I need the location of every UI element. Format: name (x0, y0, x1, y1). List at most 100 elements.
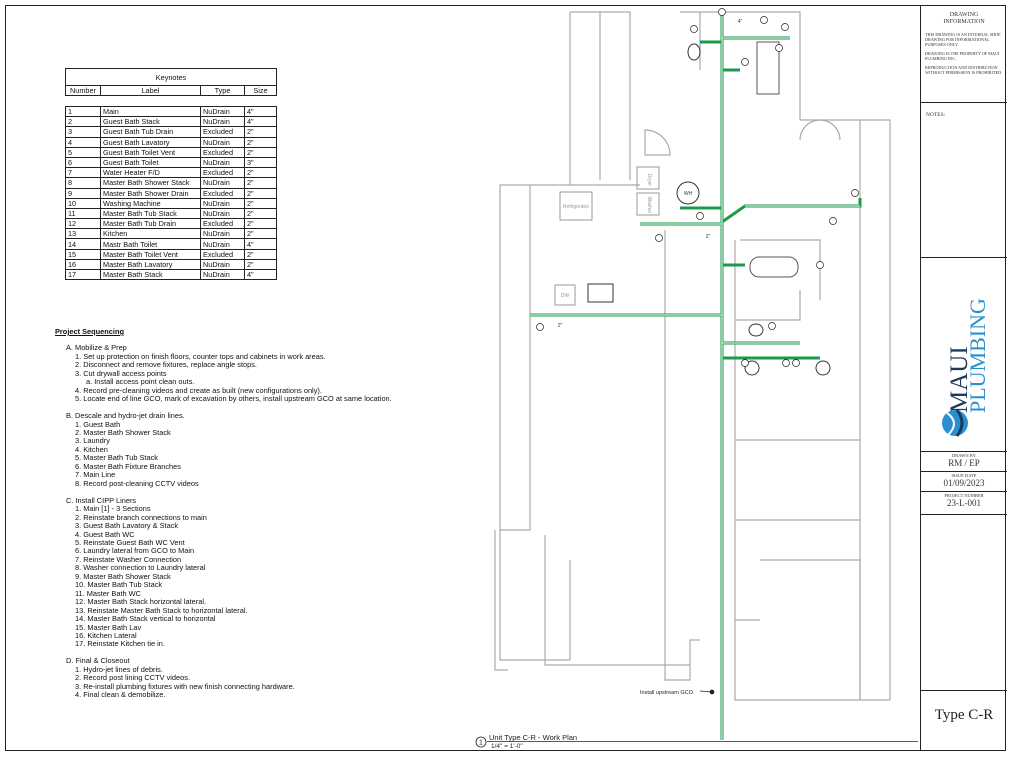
master-bath-pipe (722, 341, 820, 360)
gco-note: Install upstream GCO. (640, 690, 695, 696)
sequencing-step: 5. Reinstate Guest Bath WC Vent (75, 537, 185, 547)
pipes (530, 12, 862, 740)
fixtures (554, 41, 831, 376)
keynotes-header-table: Keynotes Number Label Type Size (65, 68, 277, 97)
drawn-by-value: RM / EP (948, 458, 980, 468)
sequencing-step: 2. Reinstate branch connections to main (75, 512, 207, 522)
sequencing-step: 4. Final clean & demobilize. (75, 690, 166, 700)
sequencing-section-heading: A. Mobilize & Prep (66, 343, 127, 353)
sequencing-step: 2. Disconnect and remove fixtures, repla… (75, 360, 257, 370)
guest-tub (756, 41, 780, 95)
notes-section: NOTES: (921, 103, 1007, 258)
sequencing-section-heading: B. Descale and hydro-jet drain lines. (66, 411, 185, 421)
sequencing-step: 1. Hydro-jet lines of debris. (75, 664, 163, 674)
drawing-info-title: DRAWING INFORMATION (943, 12, 985, 25)
view-scale: 1/4" = 1'-0" (491, 743, 523, 750)
drawing-information: DRAWING INFORMATION THIS DRAWING IS AN I… (921, 5, 1007, 103)
sheet-border (5, 5, 1006, 751)
dishwasher (554, 284, 576, 306)
project-number-value: 23-L-001 (947, 498, 981, 508)
disclaimer-text: THIS DRAWING IS AN INTERNAL SHOP DRAWING… (925, 32, 1001, 47)
svg-text:MAUI: MAUI (946, 346, 973, 413)
dw-label: DW (561, 293, 570, 299)
sequencing-step: 4. Kitchen (75, 444, 108, 454)
sequencing-step: 7. Reinstate Washer Connection (75, 554, 182, 564)
walls (494, 11, 891, 701)
title-block: DRAWING INFORMATION THIS DRAWING IS AN I… (920, 5, 1007, 751)
dim-label: 2" (706, 234, 711, 240)
project-number: PROJECT NUMBER 23-L-001 (921, 492, 1007, 515)
sequencing-section-heading: D. Final & Closeout (66, 656, 130, 666)
sequencing-step: 2. Master Bath Shower Stack (75, 428, 171, 438)
sequencing-step: 1. Main [1] - 3 Sections (75, 504, 151, 514)
disclaimer-text: DRAWING IS THE PROPERTY OF MAUI PLUMBING… (925, 51, 1000, 61)
sequencing-step: 5. Master Bath Tub Stack (75, 453, 158, 463)
sequencing-step: 3. Cut drywall access points (75, 368, 167, 378)
issue-date-value: 01/09/2023 (943, 478, 985, 488)
blank-section (921, 515, 1007, 691)
disclaimer-text: REPRODUCTION AND DISTRIBUTION WITHOUT PE… (925, 65, 1003, 75)
sequencing-step: 17. Reinstate Kitchen tie in. (75, 639, 165, 649)
dim-label: 2" (558, 323, 563, 329)
refrigerator (559, 191, 593, 221)
sequencing-step: 4. Record pre-cleaning videos and create… (75, 385, 322, 395)
sequencing-step: 6. Master Bath Fixture Branches (75, 461, 181, 471)
master-shower-pipe (721, 198, 862, 224)
sequencing-step: 4. Guest Bath WC (75, 529, 135, 539)
sequencing-step: 13. Reinstate Master Bath Stack to horiz… (75, 605, 248, 615)
view-number-bubble (475, 736, 487, 748)
sequencing-step: 14. Master Bath Stack vertical to horizo… (75, 614, 216, 624)
issue-date: ISSUE DATE 01/09/2023 (921, 472, 1007, 492)
sequencing-step: 1. Guest Bath (75, 419, 121, 429)
washer (636, 192, 660, 216)
sequencing-step: 11. Master Bath WC (75, 588, 141, 598)
sequencing-title: Project Sequencing (55, 327, 124, 336)
sheet-title: Type C-R (934, 707, 994, 723)
drawn-by: DRAWN BY RM / EP (921, 452, 1007, 472)
sequencing-step: 8. Washer connection to Laundry lateral (75, 563, 206, 573)
keynote-tags (536, 8, 859, 695)
wh-label: WH (684, 191, 693, 197)
sequencing-step: 5. Locate end of line GCO, mark of excav… (75, 394, 392, 404)
sequencing-step: a. Install access point clean outs. (86, 377, 195, 387)
sequencing-step: 15. Master Bath Lav (75, 622, 142, 632)
kitchen-sink (587, 283, 614, 303)
sequencing-step: 1. Set up protection on finish floors, c… (75, 351, 326, 361)
dryer (636, 166, 660, 190)
project-number-label: PROJECT NUMBER (944, 493, 984, 498)
sequencing-step: 12. Master Bath Stack horizontal lateral… (75, 597, 207, 607)
water-heater (676, 181, 700, 205)
sequencing-step: 8. Record post-cleaning CCTV videos (75, 478, 199, 488)
sequencing-step: 3. Re-install plumbing fixtures with new… (75, 681, 295, 691)
sequencing-step: 7. Main Line (75, 470, 116, 480)
master-lav-1 (744, 360, 760, 376)
sequencing-step: 3. Laundry (75, 436, 110, 446)
washer-label: Washer (646, 196, 652, 213)
issue-date-label: ISSUE DATE (951, 473, 977, 478)
sequencing-step: 6. Laundry lateral from GCO to Main (75, 546, 195, 556)
master-lav-2 (815, 360, 831, 376)
sequencing-step: 16. Kitchen Lateral (75, 630, 137, 640)
refrigerator-label: Refrigerator (563, 204, 590, 210)
sequencing-step: 9. Master Bath Shower Stack (75, 571, 171, 581)
view-title: Unit Type C-R - Work Plan (489, 733, 577, 742)
notes-label: NOTES: (926, 112, 946, 118)
sequencing-step: 10. Master Bath Tub Stack (75, 580, 163, 590)
guest-toilet (687, 43, 701, 61)
col-header-size: Size (244, 84, 277, 97)
keynote-size: 4" (244, 268, 277, 281)
master-toilet (748, 323, 764, 337)
sequencing-step: 3. Guest Bath Lavatory & Stack (75, 521, 179, 531)
view-number: 1 (479, 740, 483, 747)
master-tub (749, 256, 799, 278)
drawn-by-label: DRAWN BY (951, 453, 976, 458)
dim-label: 4" (738, 19, 743, 25)
svg-text:PLUMBING: PLUMBING (965, 298, 990, 413)
